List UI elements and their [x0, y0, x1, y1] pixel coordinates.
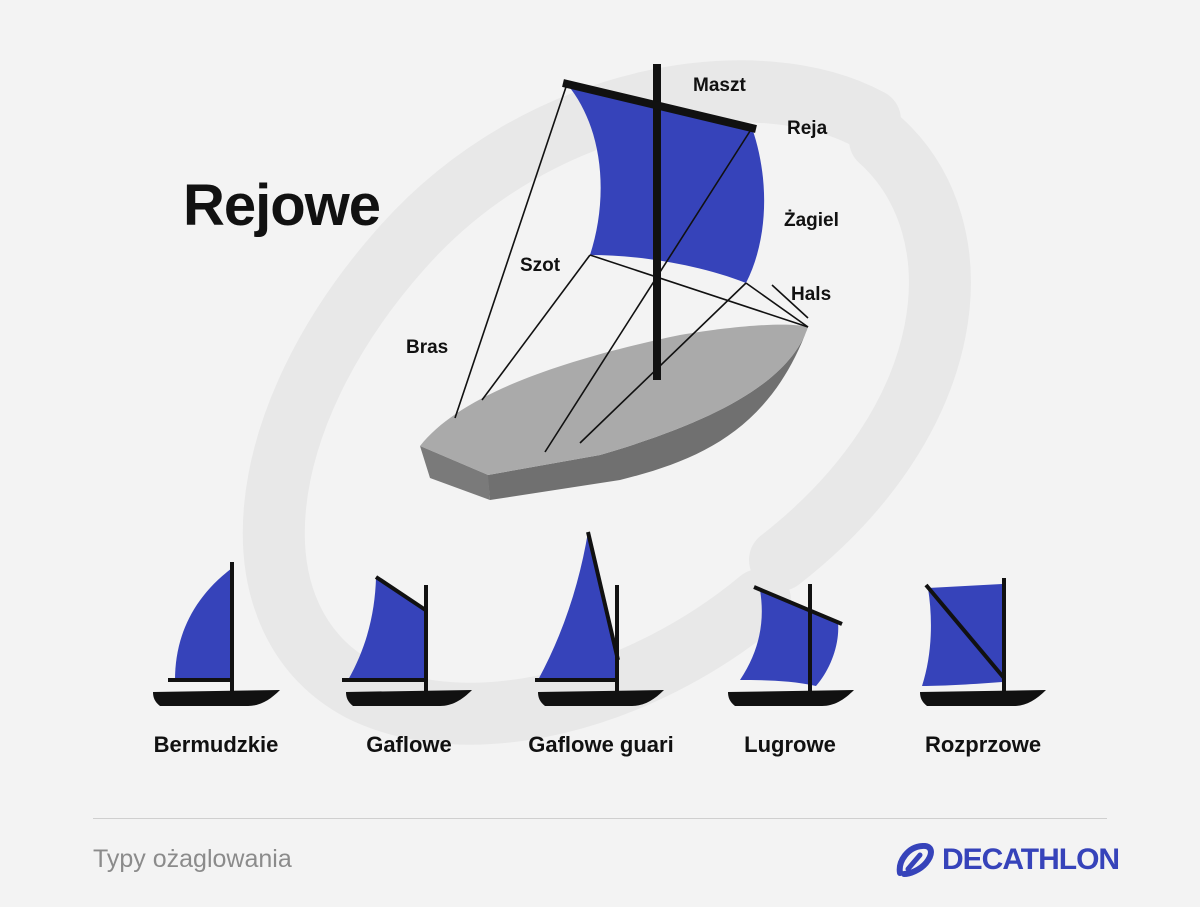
decathlon-logo-icon [896, 843, 934, 877]
hals-pointer [771, 284, 809, 319]
type-label-gaflowe-guari: Gaflowe guari [528, 732, 674, 757]
boat-gaflowe [342, 575, 472, 706]
type-label-rozprzowe: Rozprzowe [924, 732, 1042, 757]
label-szot: Szot [520, 255, 561, 276]
label-hals: Hals [791, 284, 832, 305]
bras-line [454, 83, 568, 419]
boat-rozprzowe [920, 578, 1046, 706]
hals-line [589, 254, 809, 328]
szot-line [481, 254, 591, 401]
label-bras: Bras [406, 337, 449, 358]
type-label-lugrowe: Lugrowe [744, 732, 836, 757]
type-label-bermudzkie: Bermudzkie [153, 732, 279, 757]
hull-top [420, 324, 808, 475]
label-zagiel: Żagiel [784, 210, 839, 231]
label-reja: Reja [787, 118, 828, 139]
szot-line-right [579, 282, 747, 444]
boat-lugrowe [728, 584, 854, 706]
boat-gaflowe-guari [535, 531, 664, 706]
boat-bermudzkie [153, 562, 280, 706]
type-label-gaflowe: Gaflowe [366, 732, 452, 757]
hals-line-right [745, 282, 809, 328]
brand-name: DECATHLON [942, 843, 1120, 876]
footer-divider [93, 818, 1107, 819]
label-maszt: Maszt [693, 75, 746, 96]
hull-side-left [420, 446, 490, 500]
yard [562, 79, 757, 133]
footer-caption: Typy ożaglowania [93, 845, 292, 873]
page-title: Rejowe [183, 173, 381, 238]
bras-line-right [544, 127, 753, 453]
hull-side [420, 327, 808, 500]
brand-logo: DECATHLON [896, 842, 1120, 878]
sail [567, 84, 765, 283]
square-rig-ship [420, 64, 809, 500]
